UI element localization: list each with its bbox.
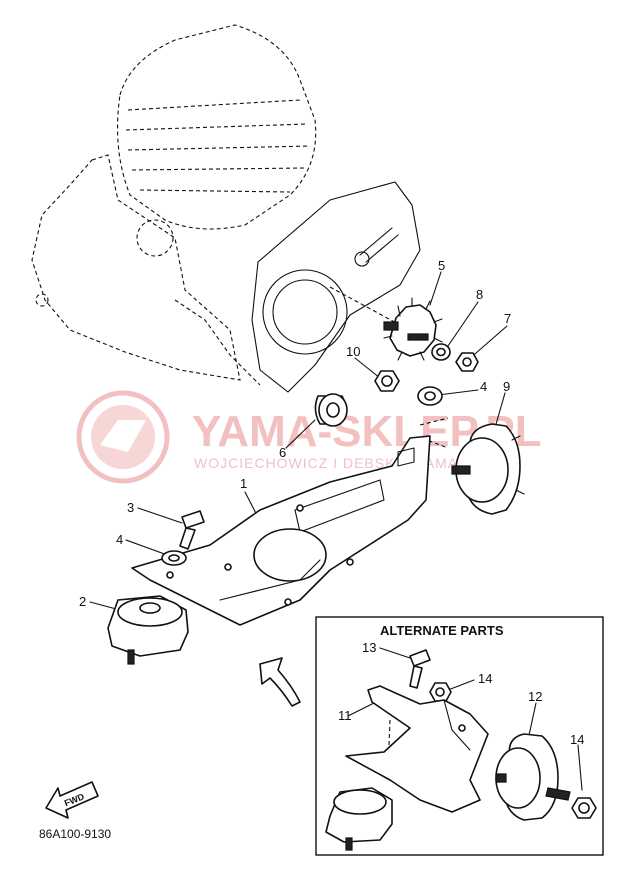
watermark-logo-icon [76,390,170,484]
engine-port-inner [272,279,338,345]
callout-2: 2 [79,594,86,609]
mount-9 [451,423,525,515]
engine-cylinder-fins [125,99,311,193]
engine-case-boss [136,219,174,257]
watermark-logo-mark [100,420,146,452]
engine-slot-end [354,251,370,267]
callout-14-upper: 14 [478,671,492,686]
engine-lower-case [174,299,261,386]
alternate-arrow-icon [259,657,301,707]
leader-lines [89,271,583,791]
callout-12: 12 [528,689,542,704]
bolt-13 [409,649,431,689]
callout-1: 1 [240,476,247,491]
nut-14-lower [571,797,597,819]
callout-4-upper: 4 [480,379,487,394]
nut-7 [455,352,479,372]
callout-11: 11 [338,708,352,723]
engine-outline [31,24,421,393]
nut-10 [374,370,400,392]
engine-slot [359,227,399,263]
nut-14-upper [429,682,452,702]
bushing-6 [314,393,348,427]
callout-5: 5 [438,258,445,273]
alternate-box-frame [315,616,604,856]
fwd-arrow-icon: FWD [45,781,99,819]
engine-case-bolt [35,293,49,307]
engine-cylinder-head [117,24,317,230]
callout-6: 6 [279,445,286,460]
engine-port [262,269,348,355]
mount-2 [107,595,189,665]
engine-flange [251,181,421,393]
diagram-code: 86A100-9130 [39,827,111,841]
callout-13: 13 [362,640,376,655]
alternate-lower-mount [325,787,393,851]
engine-crankcase [31,154,241,381]
callout-14-lower: 14 [570,732,584,747]
callout-9: 9 [503,379,510,394]
bracket-1 [131,435,431,626]
callout-3: 3 [127,500,134,515]
damper-5 [383,297,443,361]
callout-7: 7 [504,311,511,326]
washer-4-lower [161,550,187,566]
callout-8: 8 [476,287,483,302]
washer-8 [431,343,451,361]
watermark-subtitle: WOJCIECHOWICZ I DEBSKI - YAMAHA [194,455,480,471]
callouts: 1 2 3 4 4 5 6 7 8 9 10 11 12 13 14 14 [79,258,584,747]
washer-4-upper [417,386,443,406]
alternate-parts-box: ALTERNATE PARTS [315,616,604,856]
mount-12 [495,733,571,821]
callout-4-lower: 4 [116,532,123,547]
callout-10: 10 [346,344,360,359]
alternate-box-title: ALTERNATE PARTS [380,623,504,638]
bracket-11 [345,685,489,813]
bolt-3 [179,510,205,550]
